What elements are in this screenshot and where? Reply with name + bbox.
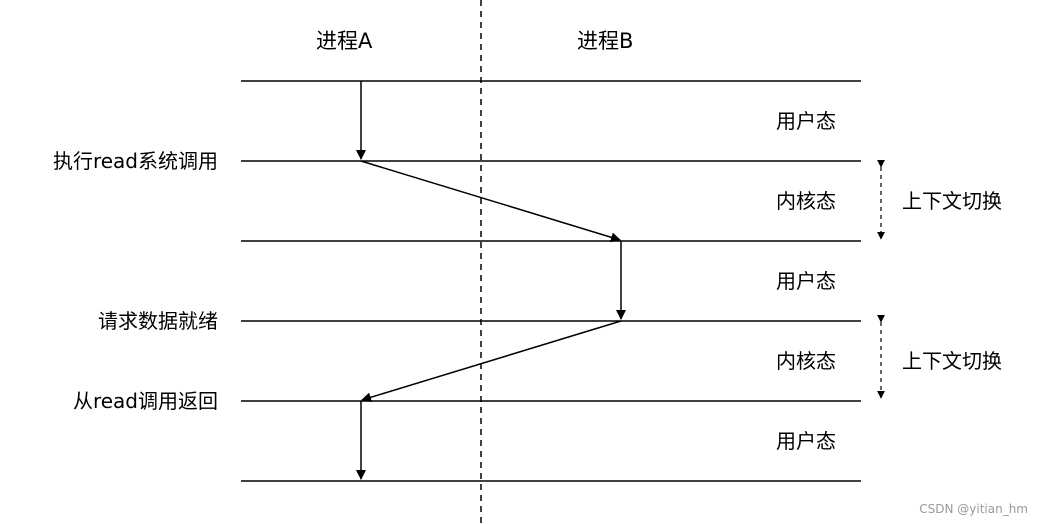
mode-label-kernel-2: 内核态 [776, 349, 836, 373]
context-switch-label-2: 上下文切换 [902, 349, 1002, 373]
context-switch-label-1: 上下文切换 [902, 189, 1002, 213]
mode-label-kernel-1: 内核态 [776, 189, 836, 213]
mode-label-user-2: 用户态 [776, 269, 836, 293]
read-return-label: 从read调用返回 [72, 389, 218, 413]
flow-arrow-to-a [361, 320, 622, 403]
flow-arrow-to-b [360, 160, 621, 243]
process-a-header: 进程A [316, 29, 373, 53]
read-call-label: 执行read系统调用 [52, 149, 218, 173]
data-ready-label: 请求数据就绪 [98, 309, 218, 333]
mode-label-user-3: 用户态 [776, 429, 836, 453]
csdn-watermark: CSDN @yitian_hm [919, 502, 1028, 516]
process-b-header: 进程B [577, 29, 634, 53]
mode-label-user-1: 用户态 [776, 109, 836, 133]
